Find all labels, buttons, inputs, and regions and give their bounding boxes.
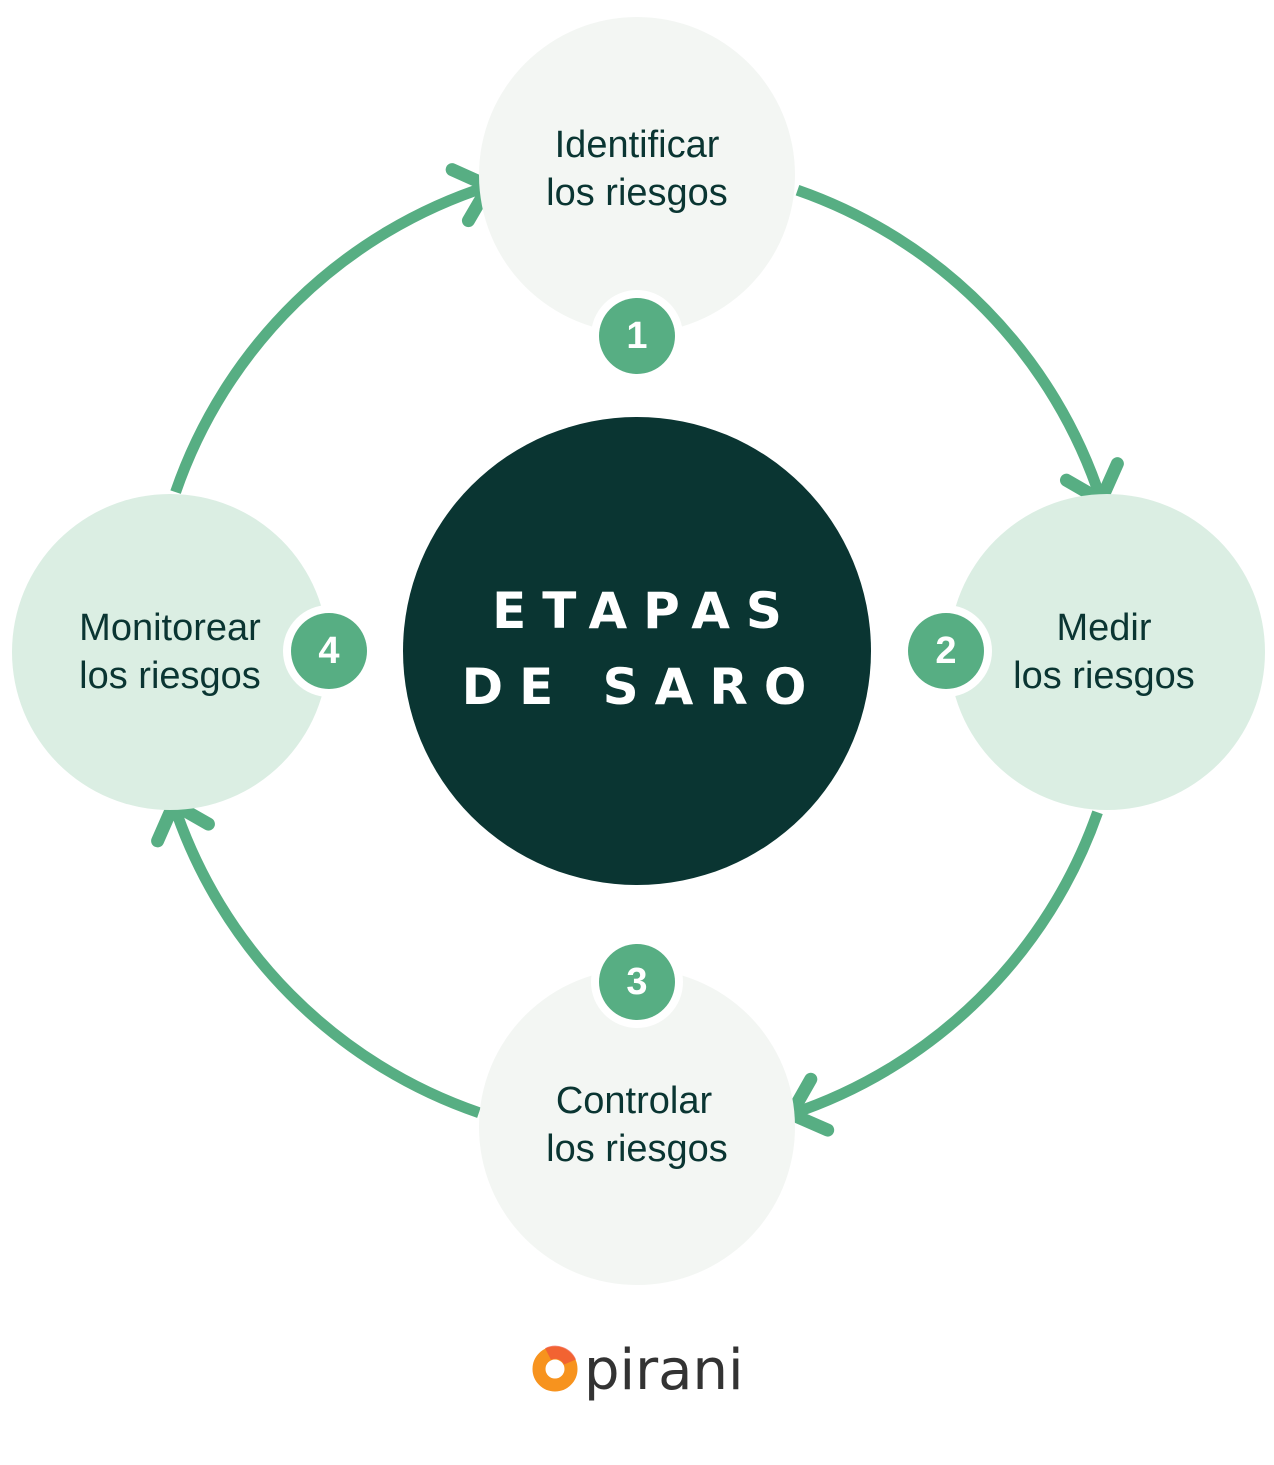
stage-2-label-line2: los riesgos	[1013, 655, 1195, 697]
arrow-3-to-4	[168, 802, 481, 1118]
arrow-4-to-1	[170, 180, 491, 494]
stage-4-badge: 4	[283, 605, 375, 697]
stage-3-number: 3	[626, 961, 647, 1003]
stage-3-label-line2: los riesgos	[546, 1128, 728, 1170]
stage-4-circle	[12, 494, 328, 810]
stage-2-label-line1: Medir	[1056, 607, 1151, 649]
stage-3-circle	[479, 969, 795, 1285]
stage-1-label-line1: Identificar	[555, 124, 720, 166]
stage-4-label-line1: Monitorear	[79, 607, 261, 649]
stage-1-circle	[479, 17, 795, 333]
stage-2-circle	[949, 494, 1265, 810]
stage-1-badge: 1	[591, 290, 683, 382]
center-title-line2: DE SARO	[462, 658, 823, 716]
stage-4-label-line2: los riesgos	[79, 655, 261, 697]
stage-3-label-line1: Controlar	[556, 1080, 713, 1122]
stage-2-badge: 2	[900, 605, 992, 697]
stage-1-number: 1	[626, 315, 647, 357]
logo-text: pirani	[584, 1338, 744, 1403]
center-title-line1: ETAPAS	[492, 582, 798, 640]
arrow-2-to-3	[789, 810, 1103, 1120]
stage-2-number: 2	[935, 630, 956, 672]
center-circle	[403, 417, 871, 885]
pirani-logo: pirani	[532, 1338, 744, 1403]
stage-1-label-line2: los riesgos	[546, 172, 728, 214]
stage-3-badge: 3	[591, 936, 683, 1028]
arrow-1-to-2	[795, 184, 1107, 502]
stage-4-number: 4	[318, 630, 339, 672]
